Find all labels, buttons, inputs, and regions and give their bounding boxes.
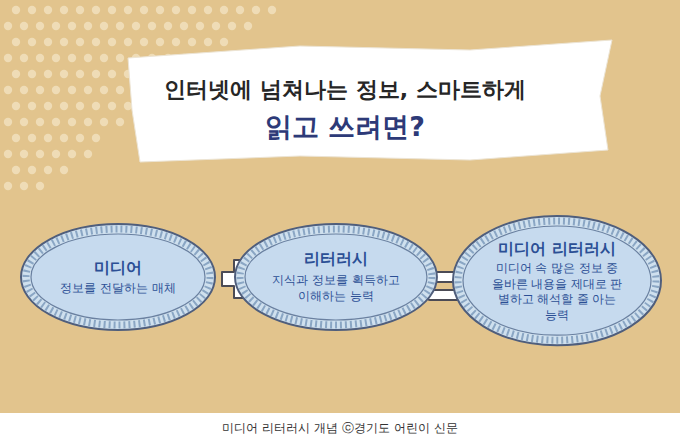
caption: 미디어 리터러시 개념 ⓒ경기도 어린이 신문 (0, 420, 680, 437)
oval-description: 미디어 속 많은 정보 중 올바른 내용을 제대로 판별하고 해석할 줄 아는 … (491, 261, 623, 323)
illustration (0, 0, 680, 413)
oval-heading: 미디어 (59, 258, 177, 279)
concept-oval: 미디어정보를 전달하는 매체 (20, 223, 216, 331)
oval-heading: 미디어 리터러시 (491, 239, 623, 260)
oval-text: 미디어 리터러시미디어 속 많은 정보 중 올바른 내용을 제대로 판별하고 해… (491, 239, 623, 324)
oval-description: 정보를 전달하는 매체 (59, 280, 177, 296)
oval-heading: 리터러시 (272, 249, 400, 270)
oval-frame (20, 223, 216, 331)
concept-oval: 리터러시지식과 정보를 획득하고 이해하는 능력 (234, 223, 438, 331)
title: 인터넷에 넘쳐나는 정보, 스마트하게 읽고 쓰려면? (160, 68, 530, 146)
oval-description: 지식과 정보를 획득하고 이해하는 능력 (272, 272, 400, 304)
oval-text: 미디어정보를 전달하는 매체 (59, 258, 177, 297)
oval-text: 리터러시지식과 정보를 획득하고 이해하는 능력 (272, 249, 400, 304)
concept-oval: 미디어 리터러시미디어 속 많은 정보 중 올바른 내용을 제대로 판별하고 해… (452, 215, 662, 346)
